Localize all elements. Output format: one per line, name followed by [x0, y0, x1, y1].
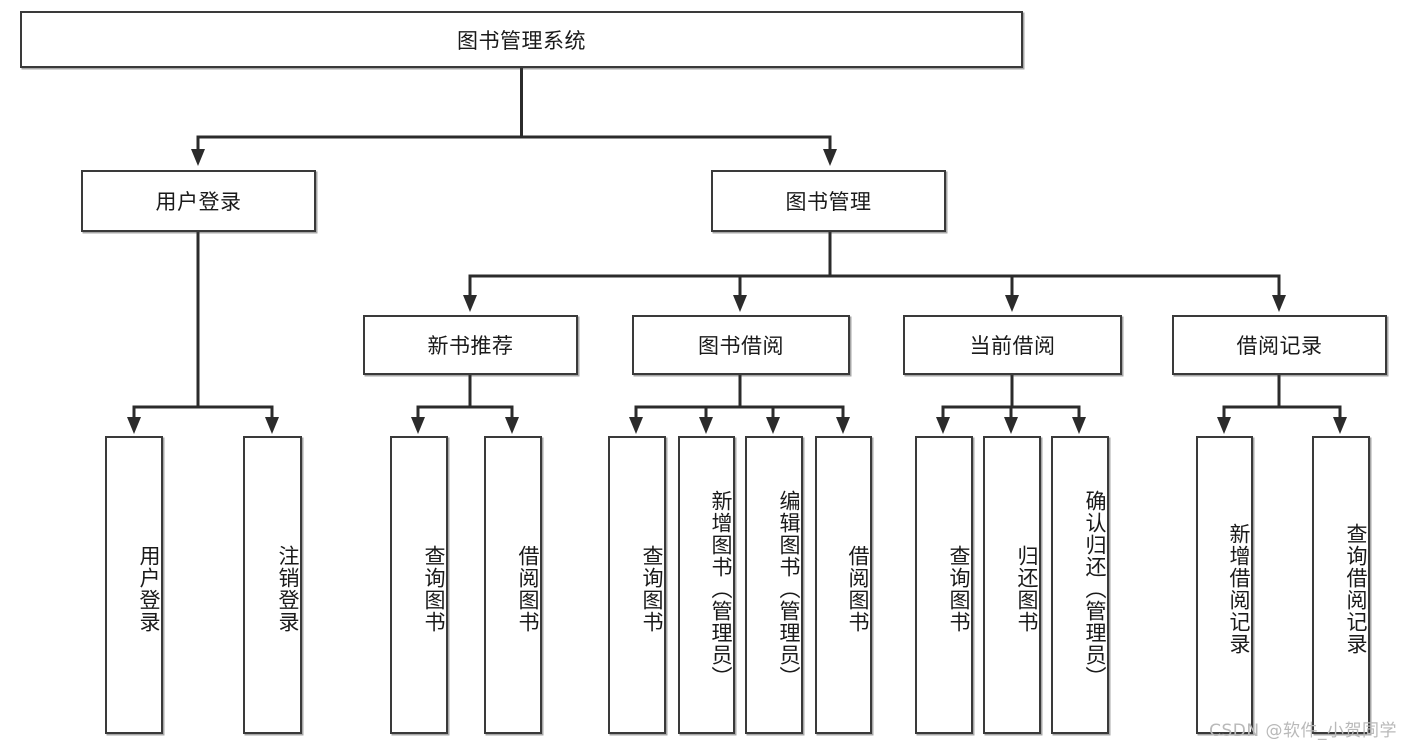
node-leaf-9-label: 归还图书	[1015, 545, 1039, 633]
csdn-watermark: CSDN @软件_小贺同学	[1209, 721, 1397, 741]
node-leaf-2[interactable]: 查询图书	[390, 436, 448, 734]
arrow-leaf-borrow-edit-icon	[766, 417, 780, 434]
arrow-book-mgmt-icon	[823, 149, 837, 166]
node-leaf-11-label: 新增借阅记录	[1227, 523, 1251, 655]
node-leaf-9[interactable]: 归还图书	[983, 436, 1041, 734]
arrow-leaf-new-borrow-icon	[505, 417, 519, 434]
node-level2-0[interactable]: 用户登录	[81, 170, 316, 232]
node-level3-3-label: 借阅记录	[1236, 334, 1323, 358]
arrow-user-login-icon	[191, 149, 205, 166]
node-leaf-8-label: 查询图书	[947, 545, 971, 633]
node-leaf-0-label: 用户登录	[137, 545, 161, 633]
node-leaf-1-label: 注销登录	[276, 545, 300, 633]
node-leaf-2-label: 查询图书	[422, 545, 446, 633]
arrow-leaf-current-confirm-icon	[1072, 417, 1086, 434]
arrow-leaf-borrow-add-icon	[699, 417, 713, 434]
node-leaf-0[interactable]: 用户登录	[105, 436, 163, 734]
node-leaf-4[interactable]: 查询图书	[608, 436, 666, 734]
node-level2-1[interactable]: 图书管理	[711, 170, 946, 232]
node-level3-1-label: 图书借阅	[698, 334, 784, 358]
arrow-new-recommend-icon	[463, 295, 477, 312]
arrow-leaf-current-return-icon	[1004, 417, 1018, 434]
node-leaf-12[interactable]: 查询借阅记录	[1312, 436, 1370, 734]
node-leaf-6-label: 编辑图书（管理员）	[777, 490, 801, 688]
node-leaf-12-label: 查询借阅记录	[1344, 523, 1368, 655]
node-leaf-11[interactable]: 新增借阅记录	[1196, 436, 1253, 734]
node-leaf-7-label: 借阅图书	[846, 545, 870, 633]
node-level3-1[interactable]: 图书借阅	[632, 315, 850, 375]
arrow-leaf-borrow-lend-icon	[836, 417, 850, 434]
node-level2-1-label: 图书管理	[785, 190, 872, 214]
node-leaf-5[interactable]: 新增图书（管理员）	[678, 436, 735, 734]
arrow-borrow-record-icon	[1272, 295, 1286, 312]
node-level3-2-label: 当前借阅	[969, 334, 1056, 358]
arrow-leaf-borrow-query-icon	[629, 417, 643, 434]
node-leaf-3[interactable]: 借阅图书	[484, 436, 542, 734]
node-leaf-3-label: 借阅图书	[516, 545, 540, 633]
arrow-book-borrow-icon	[733, 295, 747, 312]
arrow-leaf-logout-icon	[265, 417, 279, 434]
arrow-leaf-current-query-icon	[936, 417, 950, 434]
node-leaf-6[interactable]: 编辑图书（管理员）	[745, 436, 803, 734]
node-level3-0[interactable]: 新书推荐	[363, 315, 578, 375]
node-leaf-10-label: 确认归还（管理员）	[1083, 490, 1107, 688]
arrow-leaf-record-query-icon	[1333, 417, 1347, 434]
arrow-leaf-record-add-icon	[1217, 417, 1231, 434]
node-leaf-7[interactable]: 借阅图书	[815, 436, 872, 734]
node-leaf-4-label: 查询图书	[640, 545, 664, 633]
arrow-leaf-new-query-icon	[411, 417, 425, 434]
arrow-leaf-user-login-icon	[127, 417, 141, 434]
node-leaf-8[interactable]: 查询图书	[915, 436, 973, 734]
node-leaf-10[interactable]: 确认归还（管理员）	[1051, 436, 1109, 734]
node-level3-3[interactable]: 借阅记录	[1172, 315, 1387, 375]
node-level3-0-label: 新书推荐	[427, 334, 514, 358]
node-leaf-5-label: 新增图书（管理员）	[709, 490, 733, 688]
node-level2-0-label: 用户登录	[155, 190, 242, 214]
node-leaf-1[interactable]: 注销登录	[243, 436, 302, 734]
node-root-system[interactable]: 图书管理系统	[20, 11, 1023, 68]
arrow-current-borrow-icon	[1005, 295, 1019, 312]
node-level3-2[interactable]: 当前借阅	[903, 315, 1122, 375]
